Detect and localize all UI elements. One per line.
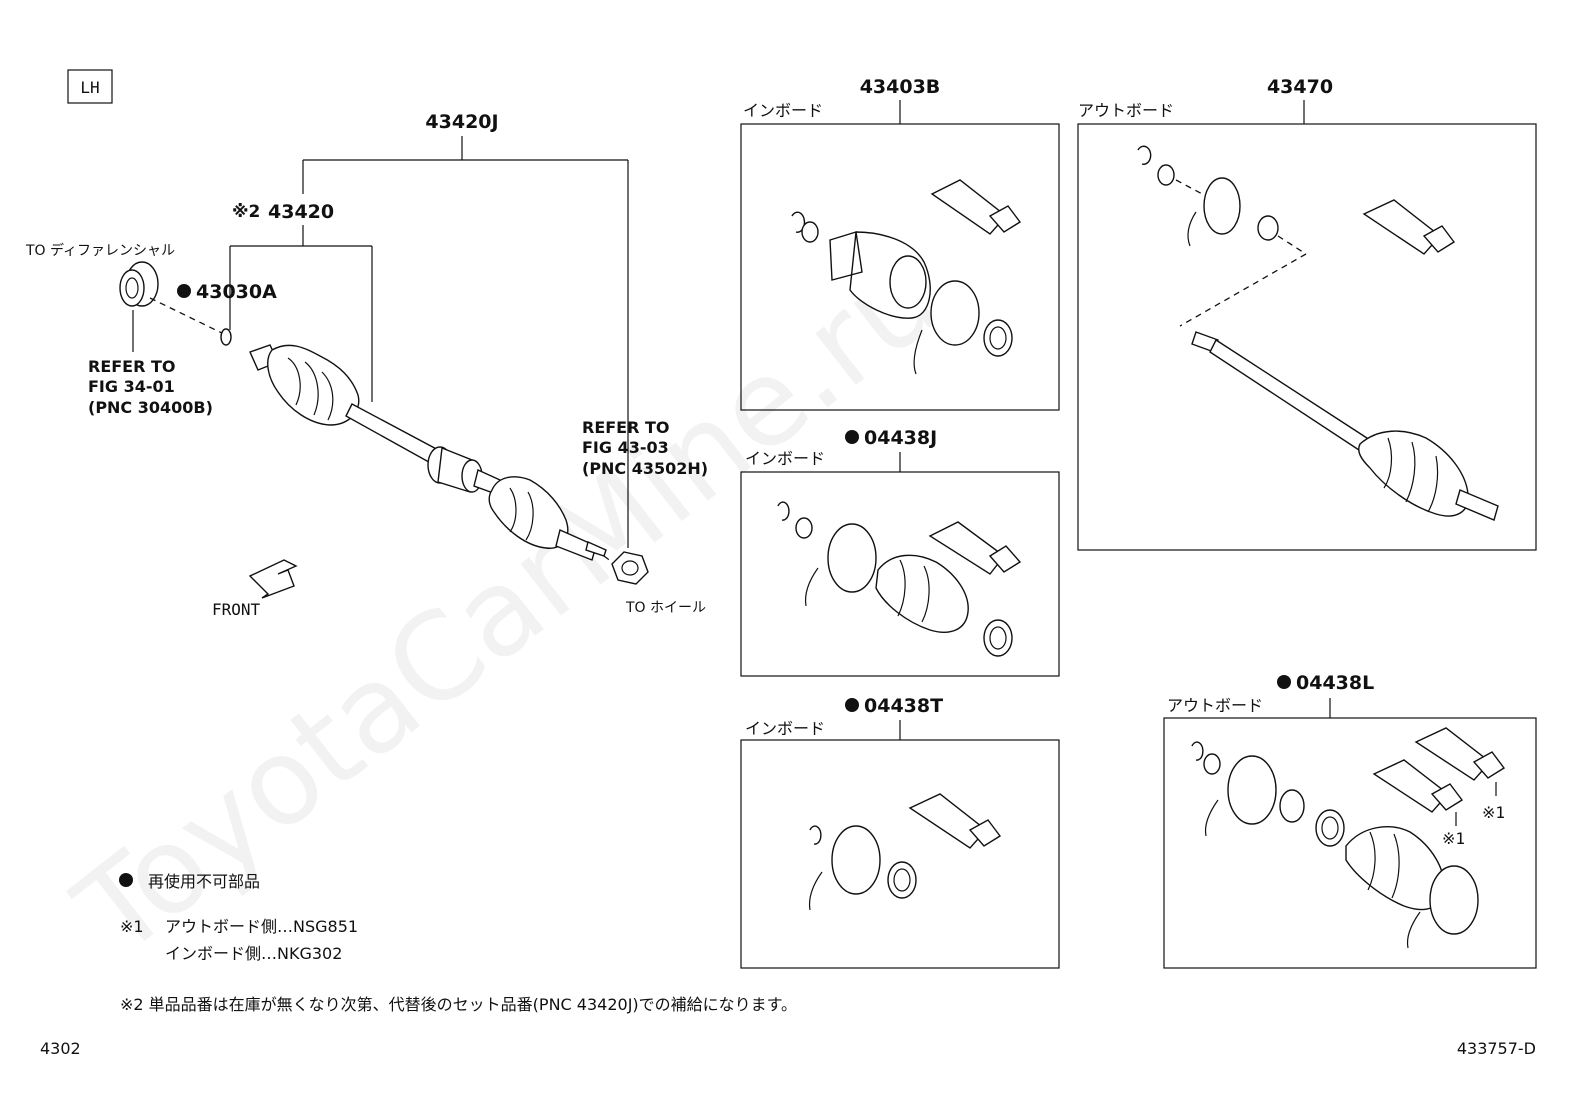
note-mark-1: ※1 [1442, 829, 1465, 848]
snap-ring-icon [1137, 145, 1152, 165]
grease-tube-icon [930, 179, 1022, 235]
pnc-43470: 43470 [1267, 76, 1333, 98]
boot-band-icon [1429, 865, 1479, 935]
non-reusable-dot [845, 430, 859, 444]
grease-tube-icon [1414, 727, 1506, 781]
grease-tube-icon [908, 793, 1002, 849]
snap-ring-icon [1191, 741, 1204, 761]
kit-04438T[interactable]: 04438T インボード [740, 695, 1060, 969]
seal-callout[interactable]: 43030A [177, 281, 277, 303]
non-reusable-dot [177, 284, 191, 298]
refer-hub-2: FIG 43-03 [582, 438, 669, 457]
legend-note1-mark: ※1 [120, 917, 144, 936]
wheel-label: TO ホイール [625, 600, 706, 616]
pnc-04438J: 04438J [864, 427, 937, 449]
shaft-callout[interactable]: ※2 43420 [229, 201, 373, 402]
pnc-43403B: 43403B [860, 76, 941, 98]
boot-band-icon [831, 825, 881, 895]
pnc-04438T: 04438T [864, 695, 943, 717]
boot-band-icon [827, 523, 877, 593]
legend-note2: ※2 単品品番は在庫が無くなり次第、代替後のセット品番(PNC 43420J)で… [120, 995, 797, 1014]
svg-text:LH: LH [80, 78, 99, 97]
refer-diff-2: FIG 34-01 [88, 377, 175, 396]
front-arrow-icon [248, 559, 298, 599]
pnc-04438L: 04438L [1296, 672, 1374, 694]
side-label: アウトボード [1078, 101, 1174, 120]
grease-tube-icon [928, 521, 1022, 575]
side-label: インボード [745, 719, 825, 738]
pnc-43420J: 43420J [425, 111, 498, 133]
kit-04438J[interactable]: 04438J インボード [740, 427, 1060, 677]
drive-shaft[interactable] [249, 344, 607, 561]
kit-43403B[interactable]: 43403B インボード [740, 76, 1060, 411]
note-mark-1: ※1 [1482, 803, 1505, 822]
legend-non-reusable: 再使用不可部品 [148, 872, 260, 891]
snap-ring-icon [809, 825, 822, 845]
kit-43470[interactable]: 43470 アウトボード [1077, 76, 1537, 551]
stop-ring-icon [801, 221, 819, 243]
grease-tube-icon [1362, 199, 1456, 255]
refer-hub-1: REFER TO [582, 418, 670, 437]
non-reusable-dot [845, 698, 859, 712]
oil-seal[interactable] [119, 261, 159, 307]
side-label: インボード [745, 449, 825, 468]
boot-band-icon [1203, 177, 1241, 235]
legend-note1-line1: アウトボード側…NSG851 [165, 917, 358, 936]
drawing-number: 433757-D [1457, 1039, 1536, 1058]
kit-04438L[interactable]: 04438L アウトボード ※1 ※1 [1163, 672, 1537, 969]
snap-ring-icon [791, 211, 806, 233]
side-tag: LH [67, 69, 113, 104]
diff-label: TO ディファレンシャル [25, 242, 175, 259]
assembly-callout[interactable]: 43420J [302, 111, 629, 548]
side-label: インボード [743, 101, 823, 120]
front-label: FRONT [212, 600, 261, 619]
page-code: 4302 [40, 1039, 81, 1058]
legend: 再使用不可部品 ※1 アウトボード側…NSG851 インボード側…NKG302 … [119, 872, 797, 1014]
refer-diff-3: (PNC 30400B) [88, 398, 213, 417]
refer-diff-1: REFER TO [88, 357, 176, 376]
refer-hub-3: (PNC 43502H) [582, 459, 708, 478]
hub-nut[interactable] [611, 551, 649, 585]
snap-ring[interactable] [220, 328, 232, 346]
boot-band-icon [930, 280, 980, 346]
side-label: アウトボード [1167, 696, 1263, 715]
non-reusable-dot [119, 873, 133, 887]
legend-note1-line2: インボード側…NKG302 [165, 944, 342, 963]
pnc-43030A: 43030A [196, 281, 277, 303]
non-reusable-dot [1277, 675, 1291, 689]
pnc-43420: 43420 [268, 201, 334, 223]
grease-tube-icon [1372, 759, 1464, 813]
boot-band-icon [1227, 755, 1277, 825]
boot-band-icon [983, 319, 1013, 357]
watermark: ToyotaCarMine.ru [51, 228, 963, 984]
snap-ring-icon [777, 501, 790, 521]
note-mark-2: ※2 [232, 202, 260, 222]
